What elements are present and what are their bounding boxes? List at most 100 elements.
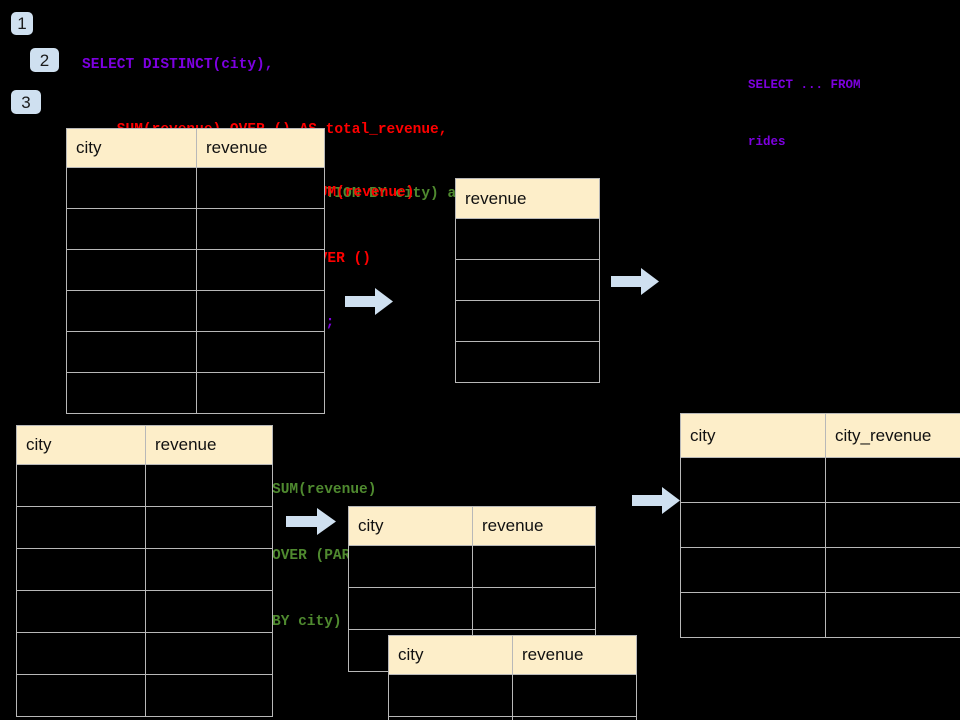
table-cell-revenue	[145, 674, 273, 717]
table-cell-revenue	[145, 590, 273, 633]
column-header-city: city	[16, 425, 146, 465]
step-badge-2: 2	[30, 48, 59, 72]
table-cell-revenue	[196, 290, 325, 332]
table-row	[348, 545, 596, 588]
table-row	[16, 590, 273, 633]
column-header-revenue: revenue	[455, 178, 600, 219]
table-total-revenue: revenue	[455, 178, 600, 383]
table-cell-city-revenue	[825, 502, 960, 548]
table-row	[66, 167, 325, 209]
table-cell-city	[680, 457, 826, 503]
step-badge-3-label: 3	[21, 92, 31, 112]
table-cell-city	[16, 548, 146, 591]
table-cell-city	[16, 632, 146, 675]
table-header-row: revenue	[455, 178, 600, 219]
table-header-row: city revenue	[348, 506, 596, 546]
table-partition-b: city revenue	[388, 635, 637, 720]
column-header-revenue: revenue	[512, 635, 637, 675]
table-cell-revenue	[145, 464, 273, 507]
step-badge-3: 3	[11, 90, 41, 114]
column-header-revenue: revenue	[145, 425, 273, 465]
annotation-total-line-1: SUM(revenue)	[310, 185, 415, 201]
table-row	[66, 331, 325, 373]
table-cell-city	[348, 587, 473, 630]
table-cell-city	[16, 590, 146, 633]
step-badge-1: 1	[11, 12, 33, 35]
annotation-partition: SUM(revenue) OVER (PARTITION BY city)	[272, 435, 403, 677]
table-row	[16, 548, 273, 591]
column-header-city-revenue: city_revenue	[825, 413, 960, 458]
table-row	[16, 674, 273, 717]
table-header-row: city revenue	[66, 128, 325, 168]
table-row	[455, 259, 600, 301]
table-row	[66, 208, 325, 250]
flow-arrow-right-icon	[632, 487, 680, 514]
table-cell-revenue	[145, 548, 273, 591]
table-cell-revenue	[196, 331, 325, 373]
sql-line-select: SELECT DISTINCT(city),	[82, 57, 274, 73]
table-cell-revenue	[512, 716, 637, 720]
column-header-city: city	[680, 413, 826, 458]
column-header-city: city	[348, 506, 473, 546]
table-cell-revenue	[145, 632, 273, 675]
table-source-bottom: city revenue	[16, 425, 273, 717]
annotation-partition-line-3: BY city)	[272, 614, 342, 630]
table-row	[16, 464, 273, 507]
table-row	[680, 457, 960, 503]
table-cell-city	[680, 502, 826, 548]
table-cell-revenue	[145, 506, 273, 549]
table-row	[455, 341, 600, 383]
table-header-row: city revenue	[388, 635, 637, 675]
table-cell-revenue	[455, 259, 600, 301]
column-header-revenue: revenue	[472, 506, 596, 546]
flow-arrow-right-icon	[611, 268, 659, 295]
table-source-top: city revenue	[66, 128, 325, 414]
table-row	[16, 632, 273, 675]
table-cell-city	[66, 331, 197, 373]
table-cell-revenue	[196, 167, 325, 209]
step-badge-2-label: 2	[39, 50, 50, 70]
table-cell-city	[348, 545, 473, 588]
table-city-revenue: city city_revenue	[680, 413, 960, 638]
flow-arrow-right-icon	[345, 288, 393, 315]
table-row	[455, 300, 600, 342]
table-cell-city	[66, 167, 197, 209]
table-cell-city	[66, 208, 197, 250]
table-cell-city	[66, 249, 197, 291]
step-badge-1-label: 1	[17, 14, 27, 33]
table-row	[455, 218, 600, 260]
table-row	[348, 587, 596, 630]
table-cell-city-revenue	[825, 547, 960, 593]
annotation-total-line-2: OVER ()	[310, 251, 371, 267]
column-header-city: city	[388, 635, 513, 675]
table-row	[680, 502, 960, 548]
table-row	[66, 290, 325, 332]
table-cell-city	[16, 464, 146, 507]
table-cell-city	[16, 674, 146, 717]
table-row	[680, 592, 960, 638]
table-row	[66, 372, 325, 414]
table-cell-revenue	[472, 587, 596, 630]
table-header-row: city city_revenue	[680, 413, 960, 458]
table-row	[680, 547, 960, 593]
table-cell-city	[16, 506, 146, 549]
table-cell-revenue	[455, 300, 600, 342]
table-row	[16, 506, 273, 549]
table-header-row: city revenue	[16, 425, 273, 465]
table-cell-city	[680, 547, 826, 593]
sql-side-snippet-line-2: rides	[748, 135, 786, 149]
table-cell-revenue	[455, 341, 600, 383]
table-cell-city	[680, 592, 826, 638]
table-cell-revenue	[196, 249, 325, 291]
table-row	[388, 716, 637, 720]
table-cell-revenue	[472, 545, 596, 588]
sql-side-snippet: SELECT ... FROM rides	[748, 38, 861, 190]
flow-arrow-right-icon	[286, 508, 336, 535]
column-header-city: city	[66, 128, 197, 168]
table-cell-city	[388, 674, 513, 717]
table-row	[66, 249, 325, 291]
table-cell-revenue	[196, 208, 325, 250]
table-cell-revenue	[455, 218, 600, 260]
table-cell-city	[66, 290, 197, 332]
